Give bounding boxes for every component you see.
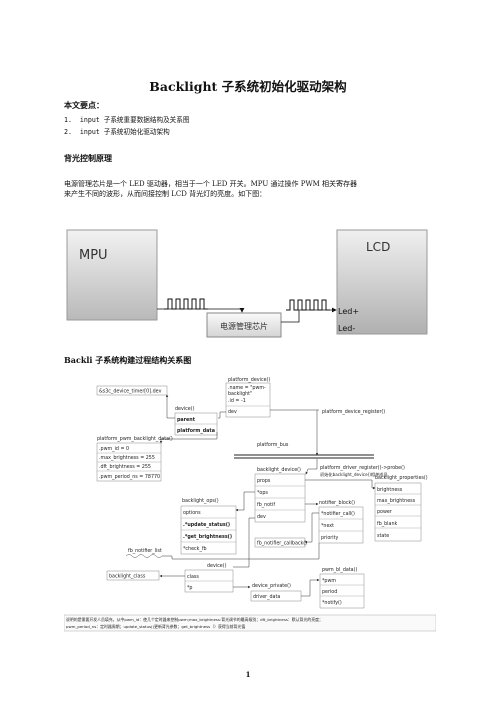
platform-device-title: platform_device() — [228, 377, 270, 383]
dev-private-label: device_private() — [252, 583, 291, 589]
page-title: Backlight 子系统初始化驱动架构 — [149, 79, 347, 94]
probe-desc: 初始化backlight_device()相关成员 — [320, 471, 388, 478]
paragraph-line: 来产生不同的波形，从而间接控制 LCD 背光灯的亮度。如下图： — [64, 190, 267, 198]
pdata-title: platform_pwm_backlight_data() — [97, 436, 173, 442]
power-chip-label: 电源管理芯片 — [220, 321, 268, 331]
bl-ops-row: options — [183, 510, 201, 516]
key-point-1: 1. input 子系统重要数据结构及关系图 — [64, 114, 189, 124]
pwm-block-diagram: MPU LCD Led+ Led- 电源管理芯片 — [66, 229, 428, 338]
pwm-bl-title: pwm_bl_data() — [322, 567, 357, 573]
notifier-title: notifier_block() — [319, 500, 355, 506]
bl-props-row: brightness — [377, 487, 403, 493]
bl-ops-row: .*get_brightness() — [183, 534, 232, 540]
mpu-label: MPU — [79, 248, 108, 263]
mpu-to-chip-arrow — [157, 308, 245, 313]
struct-relationship-diagram: platform_device() .name = "pwm- backligh… — [64, 377, 436, 632]
lcd-label: LCD — [366, 240, 390, 254]
timer-device-box — [96, 385, 168, 396]
device2-title: device() — [207, 563, 227, 569]
pwm-bl-row: period — [322, 589, 337, 595]
platform-bus-label: platform_bus — [257, 442, 289, 448]
bl-ops-row: *check_fb — [183, 546, 207, 552]
pwm-bl-row: *notify() — [322, 600, 342, 606]
bl-device-row: props — [257, 478, 271, 484]
bl-props-row: state — [377, 533, 389, 539]
fb-notifier-list-label: fb_notifier_list — [128, 548, 162, 554]
platform-device-box — [225, 382, 271, 418]
lcd-box — [336, 229, 428, 335]
key-point-num: 1. — [64, 116, 72, 124]
note-box — [64, 614, 436, 632]
section1-paragraph: 电源管理芯片是一个 LED 驱动器，相当于一个 LED 开关。MPU 通过操作 … — [64, 179, 436, 199]
bl-props-row: power — [377, 509, 392, 515]
power-chip-box — [206, 312, 282, 338]
device-row: parent — [177, 417, 196, 423]
pd-register-label: platform_device_register() — [322, 409, 385, 415]
key-point-text: input 子系统初始化驱动架构 — [79, 128, 170, 136]
bl-device-row: *ops — [257, 490, 268, 496]
notifier-box — [318, 506, 364, 544]
driver-data-label: driver_data — [253, 594, 280, 600]
pdata-row: .dft_brightness = 255 — [99, 464, 151, 470]
bl-props-row: fb_blank — [377, 521, 397, 527]
mpu-box — [66, 229, 158, 321]
device2-row: *p — [187, 585, 192, 591]
pd-row: backlight" — [228, 391, 252, 397]
pwm-waveform-right — [286, 299, 330, 311]
bl-props-box — [374, 482, 422, 542]
key-point-num: 2. — [64, 128, 72, 136]
pdata-row: .pwm_id = 0 — [99, 446, 129, 452]
led-plus-label: Led+ — [338, 307, 359, 316]
chip-to-lcd-arrow — [281, 307, 337, 323]
page-number: 1 — [245, 670, 251, 679]
pwm-waveform-left — [164, 298, 208, 310]
led-minus-label: Led- — [338, 324, 355, 333]
paragraph-line: 电源管理芯片是一个 LED 驱动器，相当于一个 LED 开关。MPU 通过操作 … — [64, 180, 358, 188]
pd-row: .id = -1 — [228, 398, 246, 404]
bl-props-row: max_brightness — [377, 498, 416, 504]
pd-row: dev — [228, 409, 237, 415]
probe-label: platform_driver_register()->probe() — [320, 465, 405, 471]
section1-heading: 背光控制原理 — [64, 153, 112, 163]
pd-row: .name = "pwm- — [228, 385, 266, 391]
device-title: device() — [175, 406, 195, 412]
bl-ops-row: .*update_status() — [183, 522, 230, 528]
notifier-row: priority — [321, 535, 338, 541]
notifier-row: *notifier_call() — [321, 511, 355, 517]
notifier-row: *next — [321, 523, 334, 529]
pwm-bl-row: *pwm — [322, 578, 336, 584]
key-point-text: input 子系统重要数据结构及关系图 — [79, 116, 190, 124]
bl-device-row: dev — [257, 514, 266, 520]
device2-row: class — [187, 574, 199, 580]
pdata-row: .pwm_period_ns = 78770 — [99, 474, 160, 480]
fb-callback-label: fb_notifier_callback() — [257, 541, 307, 547]
bl-ops-title: backlight_ops() — [182, 498, 219, 504]
bl-device-title: backlight_device() — [257, 467, 301, 473]
bl-class-box — [106, 570, 160, 581]
pdata-row: .max_brightness = 255 — [99, 455, 155, 461]
timer-device-label: &s3c_device_timer[0].dev — [99, 389, 162, 395]
pwm-bl-box — [319, 573, 365, 609]
key-points-heading: 本文要点： — [64, 100, 104, 110]
bl-props-title: backlight_properties() — [375, 475, 428, 481]
bl-device-row: fb_notif — [257, 502, 275, 508]
note-line: pwm_period_ns：定时器周期；update_status()更新背光参… — [66, 624, 245, 629]
section2-heading: Backli 子系统构建过程结构关系图 — [64, 355, 192, 365]
key-point-2: 2. input 子系统初始化驱动架构 — [64, 126, 170, 136]
device-row: platform_data — [177, 428, 215, 434]
note-line: 说明的是需要开发人员填充，从中pwm_id：使几个定时器来控制pwm;max_b… — [66, 617, 323, 622]
bl-class-label: backlight_class — [109, 574, 146, 580]
